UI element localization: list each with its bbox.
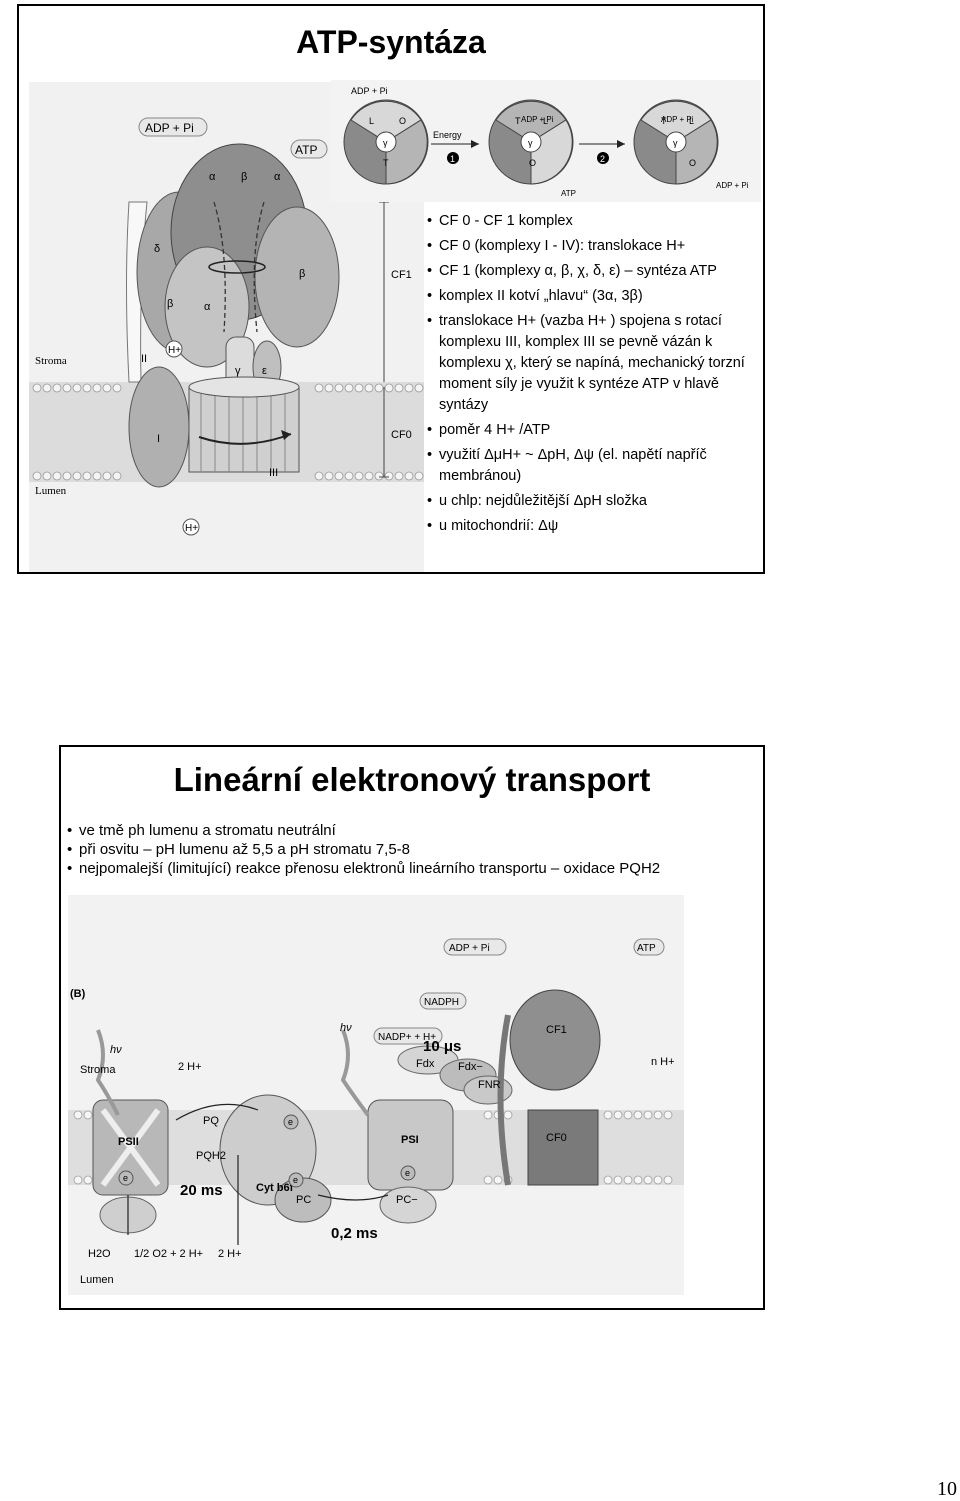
list-item: při osvitu – pH lumenu až 5,5 a pH strom…: [67, 840, 767, 859]
fdx-minus-label: Fdx−: [458, 1061, 483, 1073]
step-1-badge: 1: [450, 154, 455, 164]
gamma-center-2: γ: [528, 138, 533, 148]
electron-transport-bullets: ve tmě ph lumenu a stromatu neutrální př…: [67, 821, 767, 878]
gamma-label: γ: [235, 365, 241, 377]
h-plus-lumen: H+: [185, 523, 198, 534]
stroma-label-2: Stroma: [80, 1064, 116, 1076]
electron-1: e: [288, 1117, 293, 1127]
time-10us: 10 μs: [423, 1038, 461, 1055]
lumen-label: Lumen: [35, 485, 67, 497]
site-t-3: T: [661, 116, 667, 126]
list-item: u mitochondrií: Δψ: [427, 516, 762, 537]
alpha-label-3: α: [204, 301, 211, 313]
cf0-label-2: CF0: [546, 1132, 567, 1144]
list-item: translokace H+ (vazba H+ ) spojena s rot…: [427, 311, 762, 416]
h-plus-stroma: H+: [168, 345, 181, 356]
site-t-1: T: [383, 158, 389, 168]
electron-4: e: [405, 1168, 410, 1178]
site-t-2: T: [515, 116, 521, 126]
list-item: u chlp: nejdůležitější ΔpH složka: [427, 491, 762, 512]
pc-minus-label: PC−: [396, 1194, 418, 1206]
delta-label: δ: [154, 243, 160, 255]
stroma-label: Stroma: [35, 355, 67, 367]
alpha-label-2: α: [274, 171, 281, 183]
electron-3: e: [293, 1175, 298, 1185]
lumen-label-2: Lumen: [80, 1274, 114, 1286]
site-o-2: O: [529, 158, 536, 168]
pqh2-label: PQH2: [196, 1150, 226, 1162]
epsilon-label: ε: [262, 365, 267, 377]
atp-released: ATP: [561, 189, 576, 198]
fdx-label: Fdx: [416, 1058, 435, 1070]
slide-title-2: Lineární elektronový transport: [173, 761, 651, 798]
list-item: CF 1 (komplexy α, β, χ, δ, ε) – syntéza …: [427, 261, 762, 282]
site-l-2: L: [543, 116, 548, 126]
slide-title: ATP-syntáza: [296, 24, 486, 60]
list-item: komplex II kotví „hlavu“ (3α, 3β): [427, 286, 762, 307]
atp-label: ATP: [295, 143, 317, 157]
nadp-h-label: NADP+ + H+: [378, 1032, 436, 1043]
psi-label: PSI: [401, 1134, 419, 1146]
beta-label-2: β: [167, 298, 173, 310]
beta-label-3: β: [299, 268, 305, 280]
step-2-badge: 2: [600, 154, 605, 164]
n-h-stroma: n H+: [651, 1056, 675, 1068]
time-02ms: 0,2 ms: [331, 1225, 378, 1242]
time-20ms: 20 ms: [180, 1182, 223, 1199]
water-label: H2O: [88, 1248, 111, 1260]
complex-i-label: I: [157, 433, 160, 445]
list-item: CF 0 (komplexy I - IV): translokace H+: [427, 236, 762, 257]
cf1-label: CF1: [391, 269, 412, 281]
page-number: 10: [937, 1478, 957, 1500]
adp-pi-label: ADP + Pi: [145, 121, 194, 135]
list-item: CF 0 - CF 1 komplex: [427, 211, 762, 232]
electron-transport-figure: (B) Stroma Lumen hν hν 2 H+ n H+ Fdx Fdx…: [68, 895, 684, 1295]
binding-change-diagram: L O T T L O T L O γ γ γ Energy 1 2 ADP +…: [331, 80, 761, 202]
two-h-stroma: 2 H+: [178, 1061, 202, 1073]
list-item: ve tmě ph lumenu a stromatu neutrální: [67, 821, 767, 840]
site-l-3: L: [689, 116, 694, 126]
adp-pi-top: ADP + Pi: [351, 86, 388, 96]
adp-pi-out: ADP + Pi: [716, 181, 749, 190]
hv-label: hν: [110, 1044, 122, 1056]
psii-label: PSII: [118, 1136, 139, 1148]
two-h-lumen: 2 H+: [218, 1248, 242, 1260]
atp-label-2: ATP: [637, 943, 656, 954]
list-item: poměr 4 H+ /ATP: [427, 420, 762, 441]
cyt-b6f-label: Cyt b6f: [256, 1182, 294, 1194]
list-item: nejpomalejší (limitující) reakce přenosu…: [67, 859, 767, 878]
beta-label: β: [241, 171, 247, 183]
water-split-label: 1/2 O2 + 2 H+: [134, 1248, 203, 1260]
site-o-3: O: [689, 158, 696, 168]
complex-iii-label: III: [269, 467, 278, 479]
cf0-label: CF0: [391, 429, 412, 441]
panel-label: (B): [70, 988, 86, 1000]
site-l-1: L: [369, 116, 374, 126]
hv-label-2: hν: [340, 1022, 352, 1034]
gamma-center-1: γ: [383, 138, 388, 148]
nadph-label: NADPH: [424, 997, 459, 1008]
electron-2: e: [123, 1173, 128, 1183]
adp-pi-mid: ADP + Pi: [521, 115, 554, 124]
site-o-1: O: [399, 116, 406, 126]
pq-label: PQ: [203, 1115, 219, 1127]
complex-ii-label: II: [141, 353, 147, 365]
alpha-label: α: [209, 171, 216, 183]
energy-label: Energy: [433, 130, 462, 140]
gamma-center-3: γ: [673, 138, 678, 148]
pc-label: PC: [296, 1194, 311, 1206]
adp-pi-right: ADP + Pi: [661, 115, 694, 124]
list-item: využití ΔμH+ ~ ΔpH, Δψ (el. napětí napří…: [427, 445, 762, 487]
fnr-label: FNR: [478, 1079, 501, 1091]
slide-atp-synthase: ATP-syntáza Stroma Lumen: [17, 4, 765, 574]
cf1-label-2: CF1: [546, 1024, 567, 1036]
adp-pi-label-2: ADP + Pi: [449, 943, 490, 954]
atp-synthase-bullets: CF 0 - CF 1 komplex CF 0 (komplexy I - I…: [427, 211, 762, 541]
